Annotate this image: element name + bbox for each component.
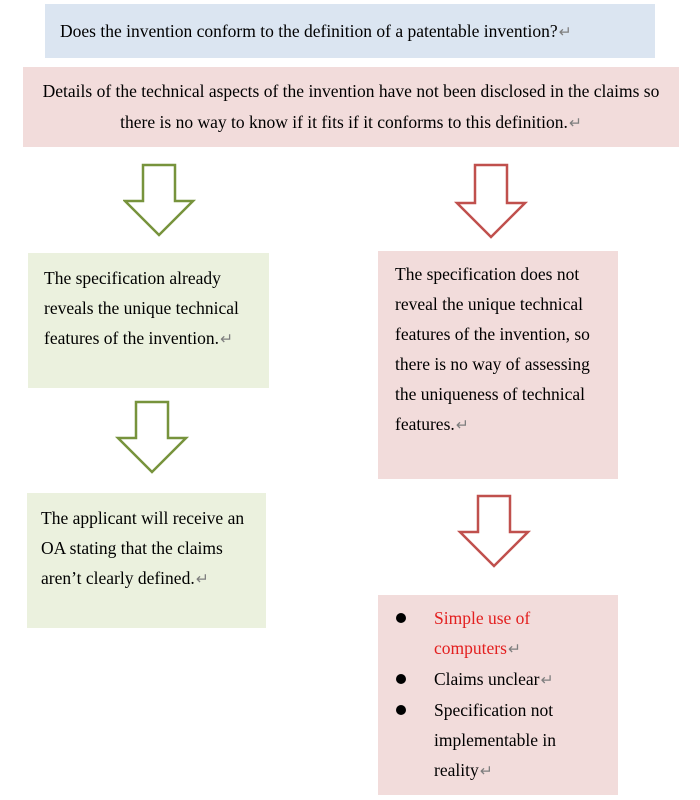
left-step-1-box: The specification already reveals the un… [28,253,269,388]
reason-text: Claims unclear [434,669,540,689]
bullet-icon [396,613,406,623]
paragraph-mark-icon: ↵ [507,640,521,658]
left-down-arrow-icon-1 [123,163,197,237]
bullet-icon [396,674,406,684]
left-down-arrow-icon-2 [114,400,190,474]
right-step-1-text: The specification does not reveal the un… [395,264,590,434]
paragraph-mark-icon: ↵ [195,570,209,588]
question-box: Does the invention conform to the defini… [45,4,655,58]
reasons-box: Simple use of computers↵ Claims unclear↵… [378,595,618,795]
right-step-1-box: The specification does not reveal the un… [378,251,618,479]
paragraph-mark-icon: ↵ [479,762,493,780]
paragraph-mark-icon: ↵ [219,330,233,348]
reason-text: Simple use of computers [434,608,531,658]
paragraph-mark-icon: ↵ [455,416,469,434]
right-down-arrow-icon-1 [453,163,529,239]
problem-box: Details of the technical aspects of the … [23,67,679,147]
paragraph-mark-icon: ↵ [540,671,554,689]
list-item: Simple use of computers↵ [392,603,608,664]
bullet-icon [396,705,406,715]
problem-text: Details of the technical aspects of the … [42,81,660,132]
list-item: Claims unclear↵ [392,664,608,695]
question-text: Does the invention conform to the defini… [60,21,558,41]
left-step-2-box: The applicant will receive an OA stating… [27,493,266,628]
paragraph-mark-icon: ↵ [558,23,572,41]
left-step-1-text: The specification already reveals the un… [44,268,239,348]
paragraph-mark-icon: ↵ [568,114,582,132]
reason-text: Specification not implementable in reali… [434,700,556,780]
left-step-2-text: The applicant will receive an OA stating… [41,508,245,588]
list-item: Specification not implementable in reali… [392,695,608,786]
reasons-list: Simple use of computers↵ Claims unclear↵… [392,603,608,786]
right-down-arrow-icon-2 [456,494,532,568]
